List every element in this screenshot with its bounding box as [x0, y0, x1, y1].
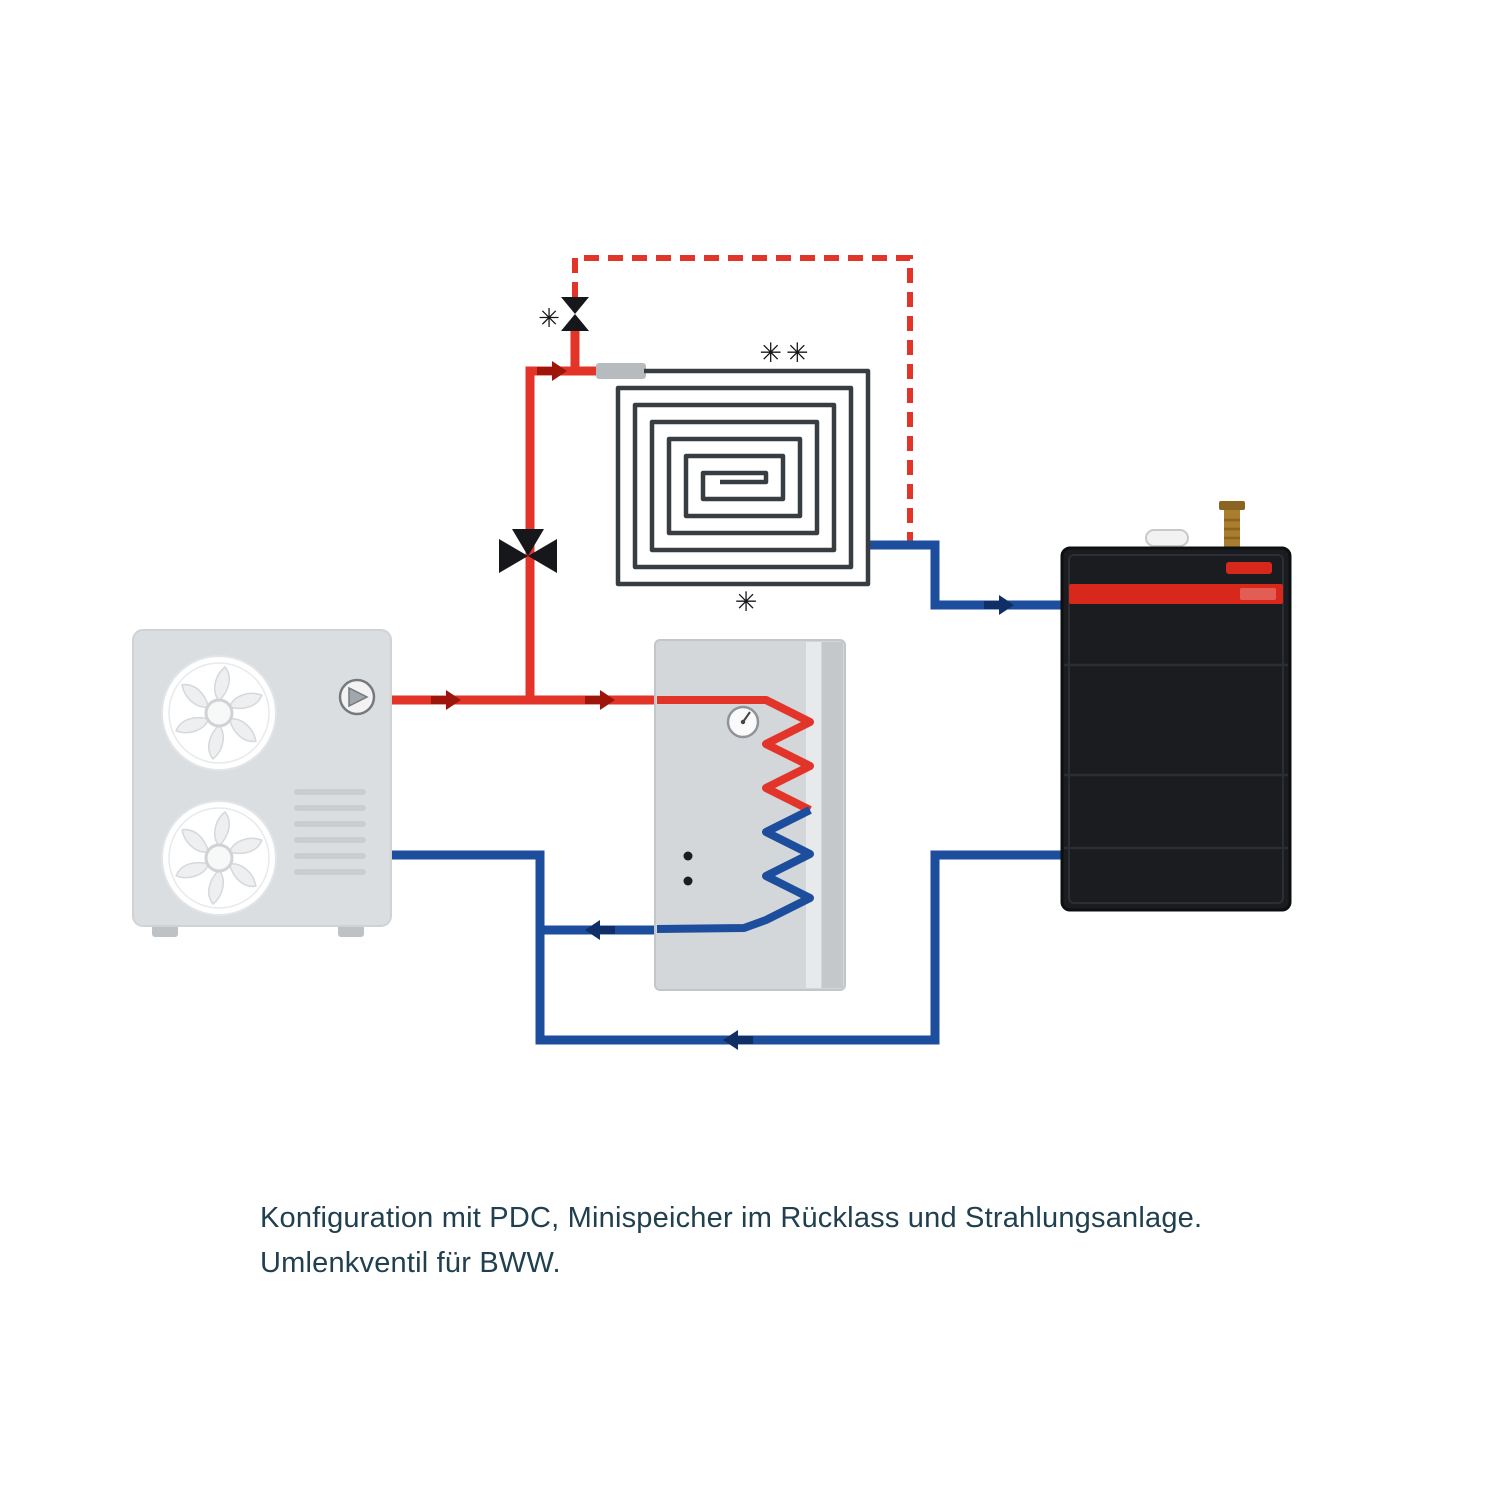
radiant-top-marker: ✳✳: [759, 338, 812, 369]
boiler-body: [1060, 546, 1292, 912]
flow-arrow-right-return-1: [984, 595, 1014, 615]
flow-arrow-right-supply-1: [431, 690, 461, 710]
boiler-band-detail: [1240, 588, 1276, 600]
dhw-shutoff-valve-icon: [561, 297, 589, 331]
caption-line-2: Umlenkventil für BWW.: [260, 1246, 561, 1279]
boiler-panel-seams: [1064, 663, 1288, 850]
boiler-unit: [1060, 501, 1292, 912]
boiler-top-vent: [1145, 529, 1189, 547]
three-way-diverter-valve-icon: [499, 529, 557, 573]
tank-coil-hot: [657, 696, 814, 814]
flow-arrow-right-supply-2: [585, 690, 615, 710]
boiler-red-band: [1069, 584, 1283, 604]
dhw-valve-marker: ✳: [538, 304, 560, 334]
tank-sensor-port: [683, 876, 693, 886]
heat-pump-unit: [132, 629, 392, 937]
flow-arrow-left-return-2: [585, 920, 615, 940]
brass-fitting-icon: [1219, 501, 1245, 550]
tank-sensor-port: [683, 851, 693, 861]
dhw-dashed-pipe: [572, 255, 913, 541]
boiler-panel-frame: [1068, 554, 1284, 904]
flow-arrow-left-return-3: [723, 1030, 753, 1050]
fan-icon: [161, 655, 277, 771]
vent-grille-icon: [294, 789, 366, 875]
radiant-floor-coil: [615, 368, 871, 587]
thermometer-icon: [726, 705, 760, 739]
fan-icon: [161, 800, 277, 916]
supply-pipe-riser-to-coil: [525, 366, 600, 700]
flow-arrow-right-supply-3: [537, 361, 567, 381]
caption: Konfiguration mit PDC, Minispeicher im R…: [260, 1196, 1310, 1286]
tank-coil-cold: [656, 806, 814, 933]
boiler-brand-logo: [1226, 562, 1272, 574]
pump-icon: [338, 678, 376, 716]
radiant-bottom-marker: ✳: [735, 587, 758, 618]
mini-storage-tank: [654, 639, 846, 991]
return-pipe-coil-to-boiler: [866, 540, 1062, 610]
caption-line-1: Konfiguration mit PDC, Minispeicher im R…: [260, 1202, 1203, 1234]
tank-edge-shade: [822, 642, 843, 988]
coil-inlet-sleeve: [596, 363, 646, 379]
